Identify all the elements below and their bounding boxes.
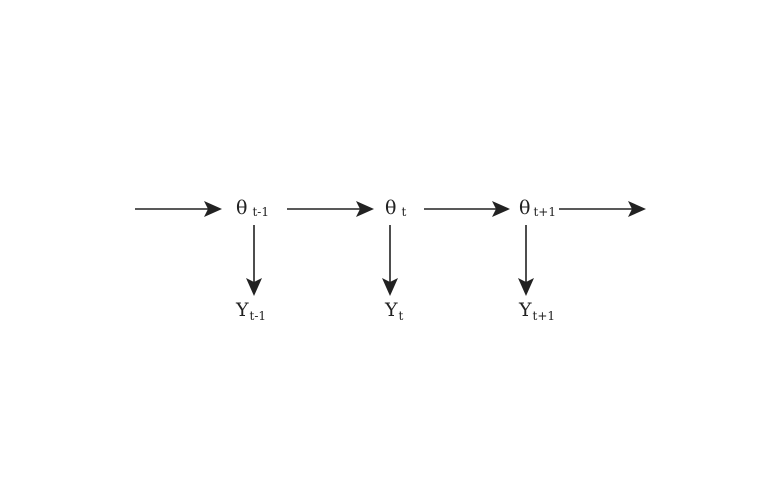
- node-theta-t+1-subscript: t+1: [533, 205, 556, 219]
- node-theta-t+1-symbol: θ: [519, 197, 530, 219]
- arrow-theta-t-to-theta-t+1: [424, 201, 510, 217]
- node-y-t: Yt: [384, 299, 404, 323]
- arrow-out-of-theta-t+1: [559, 201, 646, 217]
- arrow-theta-t-1-to-theta-t: [287, 201, 374, 217]
- node-y-t-1-subscript: t-1: [250, 309, 267, 323]
- node-theta-t-subscript: t: [401, 205, 406, 219]
- node-y-t+1-symbol: Y: [518, 299, 532, 321]
- node-y-t-symbol: Y: [384, 299, 398, 321]
- arrow-theta-t+1-to-y-t+1: [518, 225, 534, 296]
- arrow-theta-t-to-y-t: [382, 225, 398, 296]
- node-theta-t-1-symbol: θ: [236, 197, 247, 219]
- node-theta-t-1: θ t-1: [236, 197, 269, 219]
- node-theta-t-symbol: θ: [385, 197, 396, 219]
- node-y-t-subscript: t: [399, 309, 404, 323]
- node-y-t-1-symbol: Y: [235, 299, 249, 321]
- arrow-into-theta-t-1: [135, 201, 222, 217]
- arrow-theta-t-1-to-y-t-1: [246, 225, 262, 296]
- node-theta-t-1-subscript: t-1: [252, 205, 269, 219]
- node-y-t+1: Yt+1: [518, 299, 555, 323]
- node-y-t+1-subscript: t+1: [533, 309, 556, 323]
- node-y-t-1: Yt-1: [235, 299, 266, 323]
